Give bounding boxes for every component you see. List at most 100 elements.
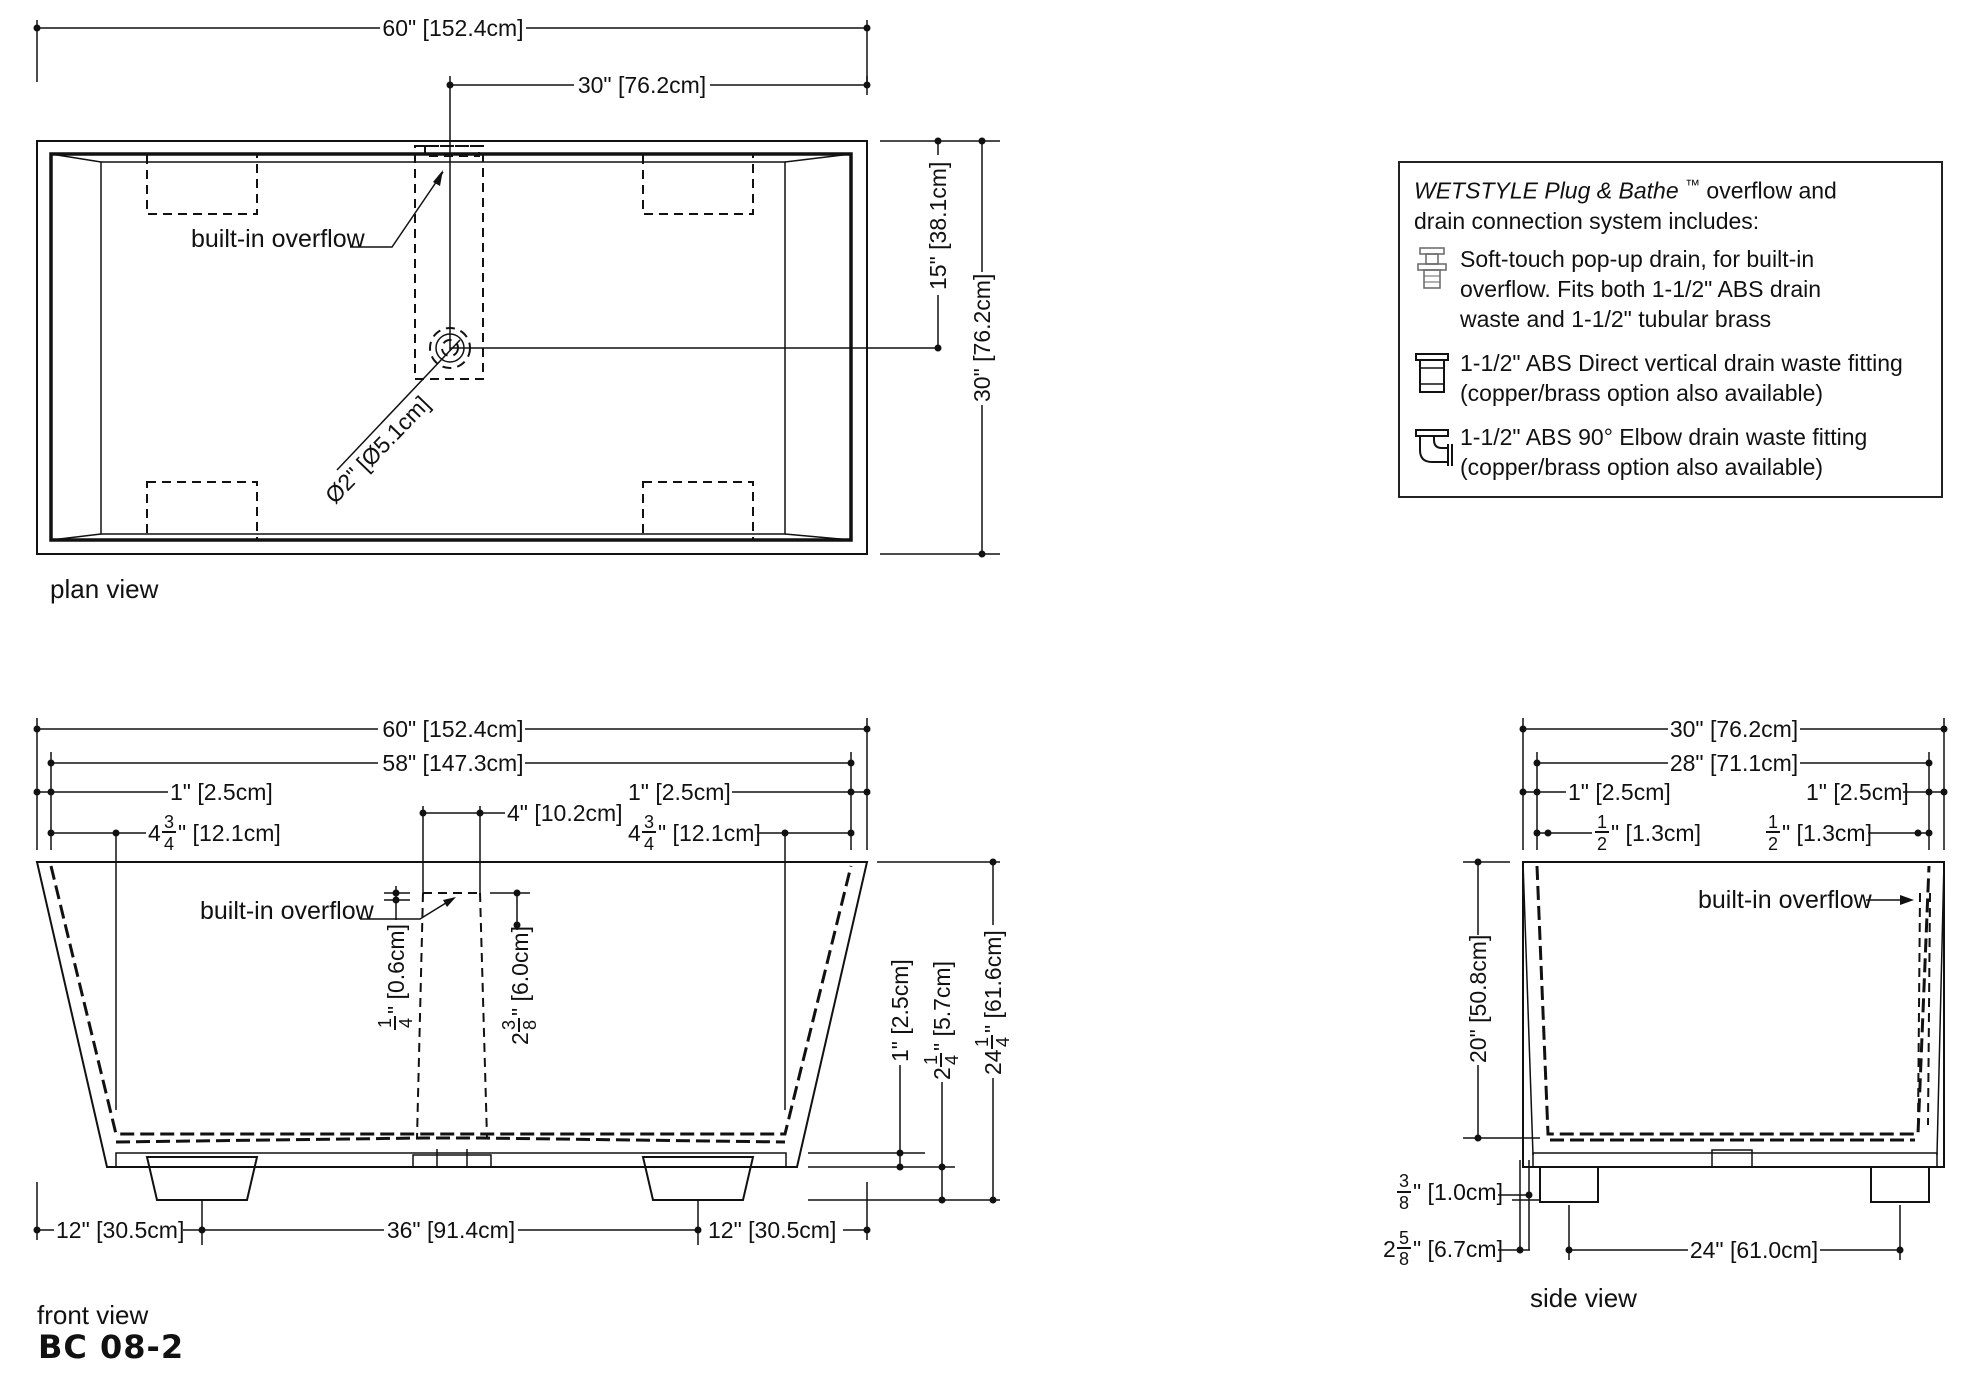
side-dim-width: 30" [76.2cm]	[1670, 716, 1798, 742]
svg-text:" [12.1cm]: " [12.1cm]	[178, 820, 281, 846]
legend-intro-rest: overflow and	[1700, 177, 1837, 204]
svg-text:4: 4	[628, 820, 641, 846]
side-dim-rim-right: 1" [2.5cm]	[1806, 779, 1909, 805]
svg-text:" [61.6cm]: " [61.6cm]	[980, 930, 1006, 1033]
svg-text:" [6.7cm]: " [6.7cm]	[1413, 1236, 1503, 1262]
front-dim-base: 1" [2.5cm]	[887, 959, 913, 1062]
elbow-fitting-icon	[1414, 422, 1454, 479]
svg-text:2: 2	[1597, 834, 1607, 854]
svg-text:" [1.0cm]: " [1.0cm]	[1413, 1179, 1503, 1205]
side-overflow-label: built-in overflow	[1698, 886, 1873, 914]
legend-intro: WETSTYLE Plug & Bathe ™ overflow and dra…	[1414, 171, 1927, 236]
front-view-label: front view	[37, 1300, 148, 1330]
front-foot	[641, 1156, 755, 1201]
side-foot	[1539, 1166, 1599, 1203]
front-dim-rim-left: 1" [2.5cm]	[170, 779, 273, 805]
front-dim-feet: 2 1 4 " [5.7cm]	[921, 961, 962, 1080]
svg-text:4: 4	[993, 1037, 1013, 1047]
plan-dim-drain-offset: 30" [76.2cm]	[446, 72, 871, 350]
drain-system-legend: WETSTYLE Plug & Bathe ™ overflow and dra…	[1398, 161, 1943, 498]
svg-text:2: 2	[507, 1032, 533, 1045]
legend-item-elbow-fitting: 1-1/2" ABS 90° Elbow drain waste fitting…	[1414, 422, 1927, 482]
front-dim-foot-left: 12" [30.5cm]	[56, 1217, 184, 1243]
front-dim-rim-right: 1" [2.5cm]	[628, 779, 731, 805]
legend-item-line: waste and 1-1/2" tubular brass	[1460, 305, 1772, 332]
svg-text:" [1.3cm]: " [1.3cm]	[1611, 820, 1701, 846]
side-dim-wall-left: 1 2 " [1.3cm]	[1595, 812, 1701, 854]
side-dim-base: 3 8 " [1.0cm]	[1397, 1171, 1503, 1213]
side-dim-depth: 20" [50.8cm]	[1465, 935, 1491, 1063]
front-dim-wall-right: 4 3 4 " [12.1cm]	[628, 812, 761, 854]
plan-overflow-channel	[414, 145, 484, 380]
svg-text:1: 1	[1597, 812, 1607, 832]
plan-dim-width-label: 30" [76.2cm]	[969, 274, 995, 402]
model-code: BC 08-2	[38, 1328, 185, 1366]
plan-dim-drain-depth: 15" [38.1cm]	[880, 137, 1000, 352]
svg-text:" [5.7cm]: " [5.7cm]	[929, 961, 955, 1051]
svg-text:4: 4	[148, 820, 161, 846]
side-dim-rim-left: 1" [2.5cm]	[1568, 779, 1671, 805]
legend-brand: WETSTYLE Plug & Bathe	[1414, 177, 1679, 204]
svg-text:24: 24	[980, 1049, 1006, 1075]
side-view: 30" [76.2cm] 28" [71.1cm] 1" [2.5cm] 1" …	[1383, 716, 1948, 1313]
svg-text:2: 2	[929, 1067, 955, 1080]
plan-view-label: plan view	[50, 574, 159, 604]
front-dim-foot-right: 12" [30.5cm]	[708, 1217, 836, 1243]
front-view: 60" [152.4cm] 58" [147.3cm] 1" [2.5cm] 1…	[33, 716, 1013, 1330]
front-dim-inner: 58" [147.3cm]	[382, 750, 523, 776]
plan-foot	[146, 153, 258, 215]
front-overflow-label: built-in overflow	[200, 897, 375, 925]
legend-trademark: ™	[1685, 177, 1701, 194]
side-view-label: side view	[1530, 1283, 1637, 1313]
plan-dim-length: 60" [152.4cm]	[33, 15, 871, 82]
plan-tub-rim	[49, 152, 853, 542]
svg-text:3: 3	[499, 1020, 519, 1030]
svg-text:1: 1	[921, 1055, 941, 1065]
svg-text:8: 8	[1399, 1249, 1409, 1269]
side-dim-foot-span: 24" [61.0cm]	[1690, 1237, 1818, 1263]
front-tub-shell	[35, 861, 869, 1168]
front-foot	[145, 1156, 259, 1201]
svg-text:4: 4	[942, 1055, 962, 1065]
legend-item-vertical-fitting: 1-1/2" ABS Direct vertical drain waste f…	[1414, 348, 1927, 408]
vertical-fitting-icon	[1414, 348, 1454, 405]
svg-text:3: 3	[644, 812, 654, 832]
svg-text:3: 3	[164, 812, 174, 832]
plan-foot	[146, 481, 258, 541]
plan-dim-drain-depth-label: 15" [38.1cm]	[925, 162, 951, 290]
legend-intro-line2: drain connection system includes:	[1414, 207, 1760, 234]
svg-text:4: 4	[164, 834, 174, 854]
svg-text:8: 8	[1399, 1193, 1409, 1213]
svg-text:4: 4	[396, 1018, 416, 1028]
front-dim-overflow-height: 2 3 8 " [6.0cm]	[499, 926, 540, 1045]
plan-dim-width: 30" [76.2cm]	[880, 137, 1000, 558]
svg-text:" [1.3cm]: " [1.3cm]	[1782, 820, 1872, 846]
plan-overflow-label: built-in overflow	[191, 225, 366, 253]
plan-drain-diameter: Ø2" [Ø5.1cm]	[320, 391, 435, 509]
legend-item-line: Soft-touch pop-up drain, for built-in	[1460, 245, 1815, 272]
side-tub-shell	[1522, 861, 1945, 1168]
svg-text:8: 8	[520, 1020, 540, 1030]
svg-text:3: 3	[1399, 1171, 1409, 1191]
front-dim-overflow-top: 1 4 " [0.6cm]	[375, 924, 416, 1030]
legend-item-line: 1-1/2" ABS 90° Elbow drain waste fitting	[1460, 423, 1868, 450]
svg-text:5: 5	[1399, 1228, 1409, 1248]
plan-dim-length-label: 60" [152.4cm]	[382, 15, 523, 41]
front-dim-overflow-width: 4" [10.2cm]	[507, 800, 623, 826]
svg-text:1: 1	[1768, 812, 1778, 832]
svg-text:2: 2	[1383, 1236, 1396, 1262]
svg-text:2: 2	[1768, 834, 1778, 854]
legend-item-line: overflow. Fits both 1-1/2" ABS drain	[1460, 275, 1822, 302]
legend-item-line: (copper/brass option also available)	[1460, 453, 1824, 480]
popup-drain-icon	[1414, 244, 1454, 301]
side-dim-wall-right: 1 2 " [1.3cm]	[1766, 812, 1872, 854]
svg-text:" [0.6cm]: " [0.6cm]	[383, 924, 409, 1014]
legend-item-popup-drain: Soft-touch pop-up drain, for built-in ov…	[1414, 244, 1927, 334]
svg-text:1: 1	[972, 1037, 992, 1047]
svg-text:" [12.1cm]: " [12.1cm]	[658, 820, 761, 846]
svg-text:" [6.0cm]: " [6.0cm]	[507, 926, 533, 1016]
front-dim-height: 24 1 4 " [61.6cm]	[972, 930, 1013, 1075]
side-foot	[1870, 1166, 1930, 1203]
legend-item-line: 1-1/2" ABS Direct vertical drain waste f…	[1460, 349, 1903, 376]
